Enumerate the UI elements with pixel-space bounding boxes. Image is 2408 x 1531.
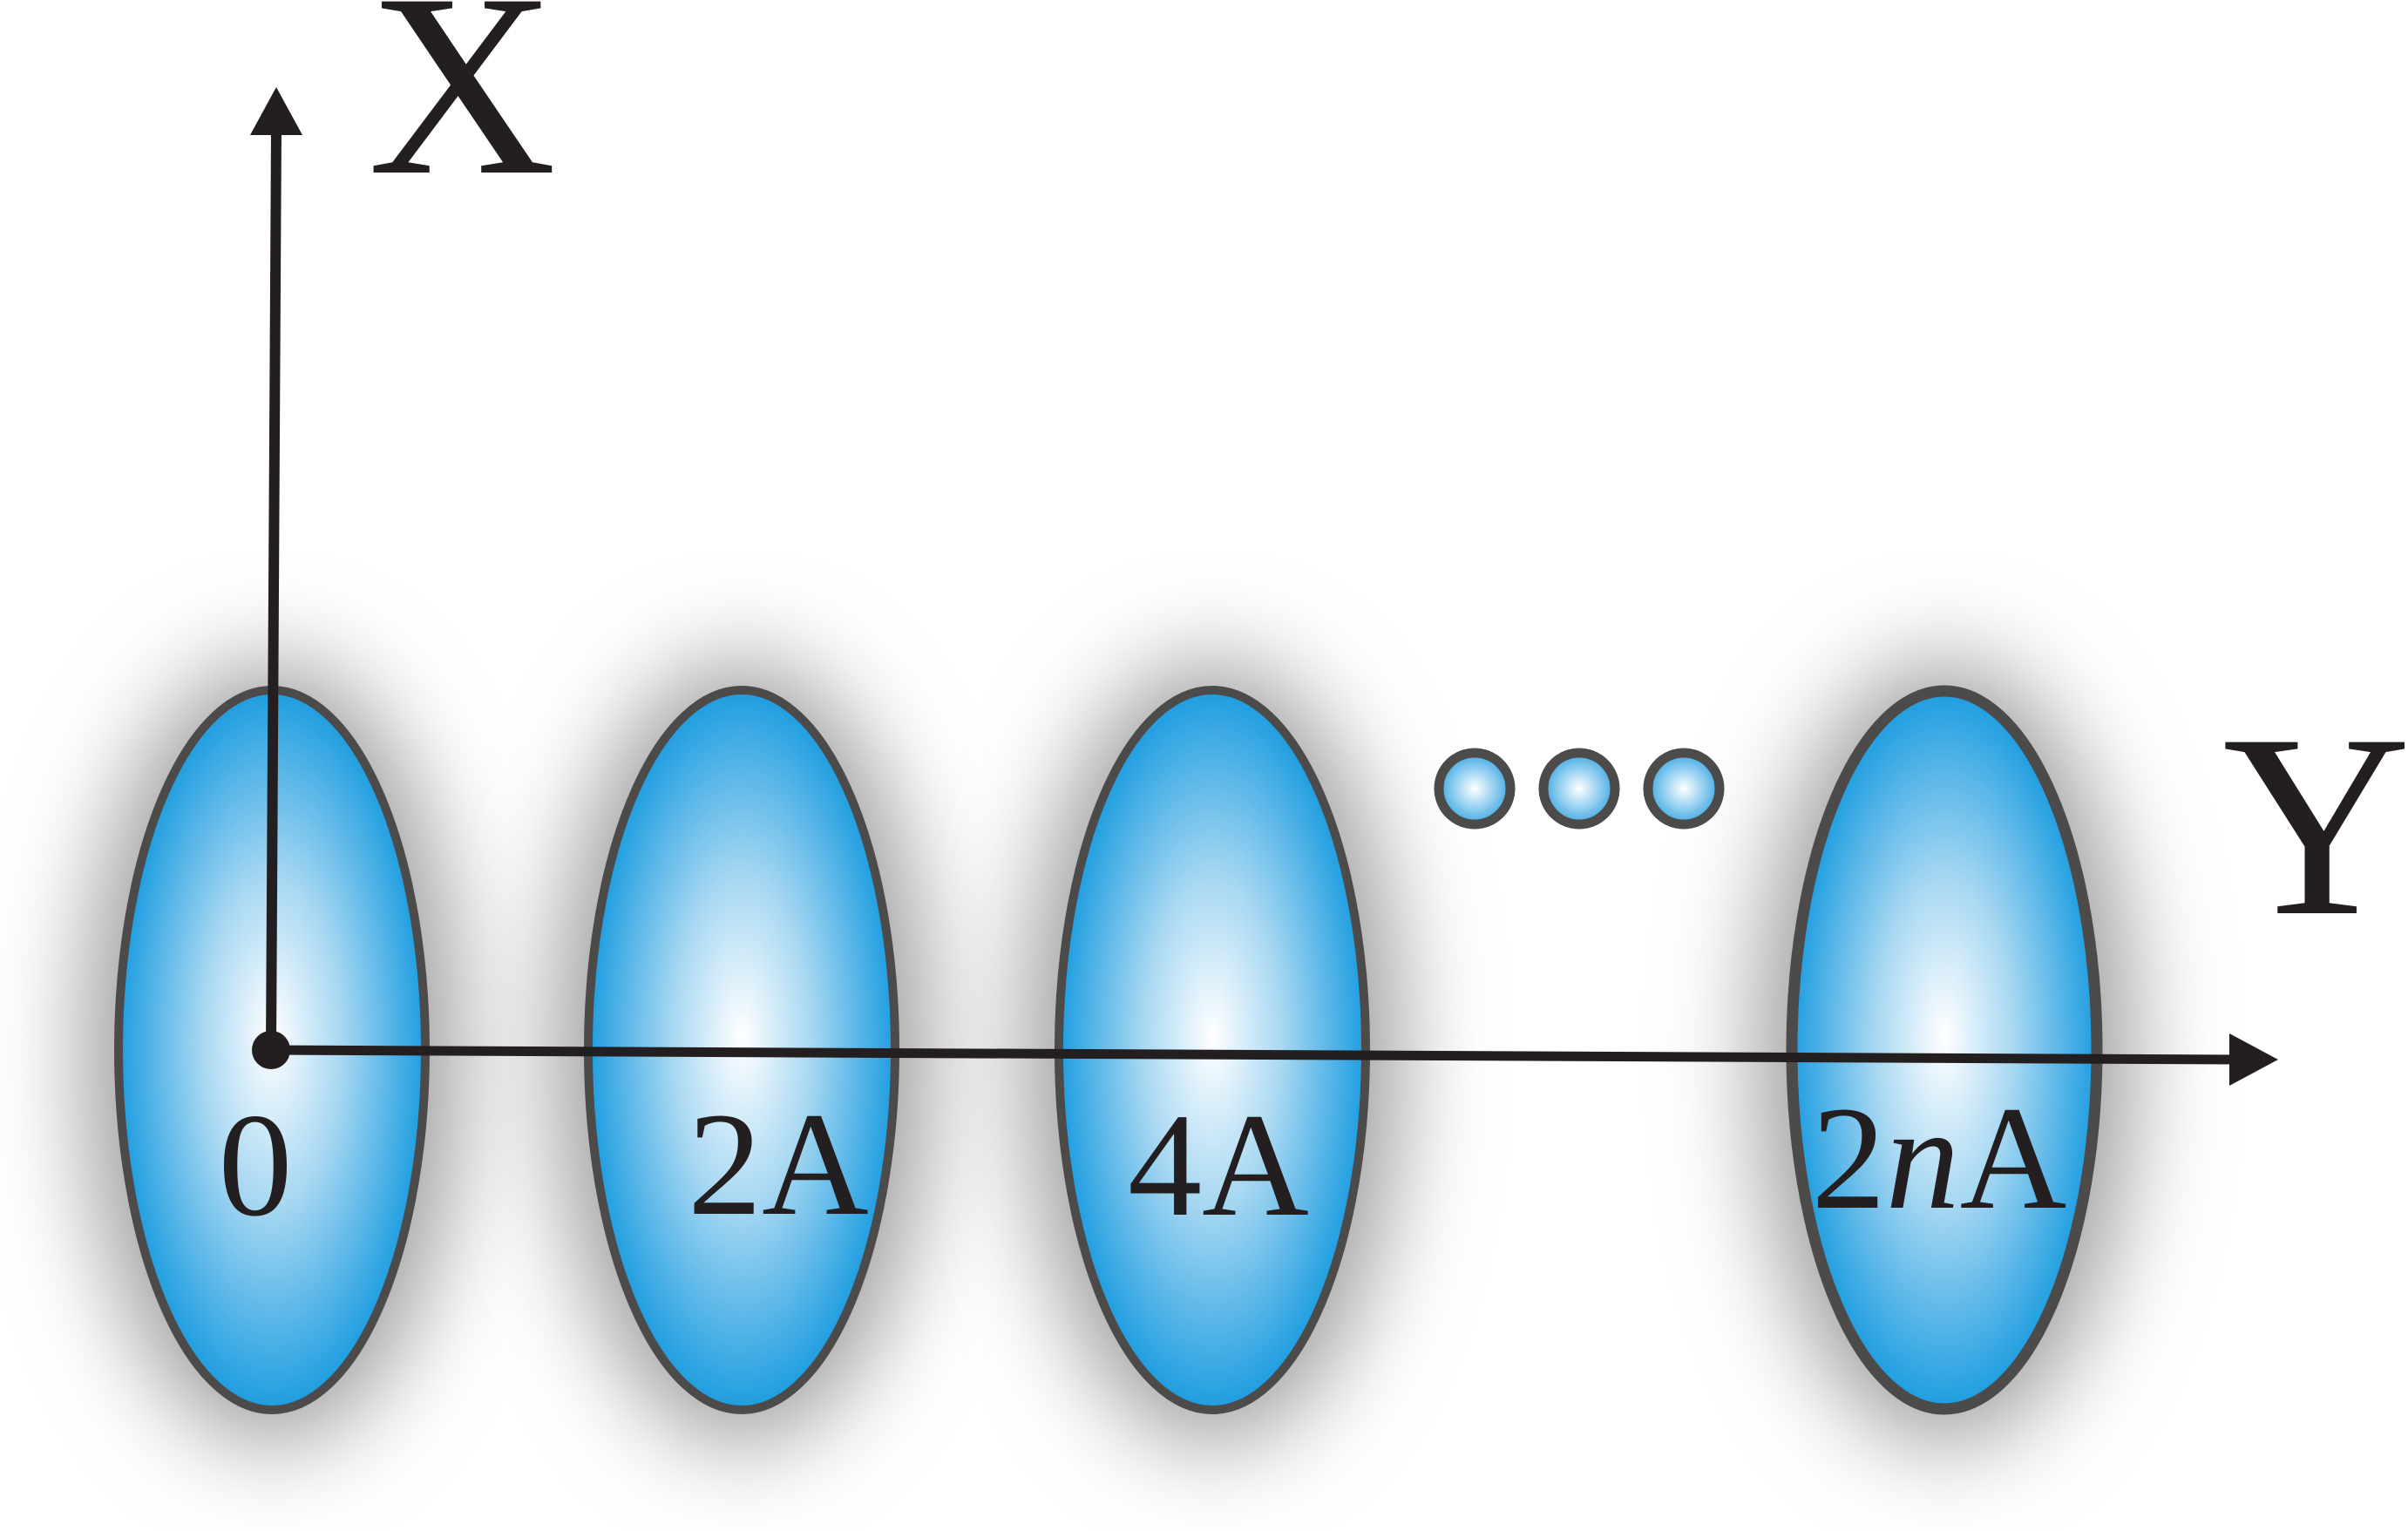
label-part-2: 2 bbox=[1812, 1076, 1886, 1240]
ellipsis-dot bbox=[1643, 748, 1725, 830]
label-part-a: A bbox=[1960, 1076, 2067, 1240]
disk-label-2a: 2A bbox=[688, 1082, 869, 1246]
x-axis-label: X bbox=[368, 0, 557, 229]
y-axis bbox=[270, 1033, 2278, 1086]
disk-label-2na: 2nA bbox=[1812, 1076, 2067, 1240]
label-part-n: n bbox=[1886, 1076, 1960, 1240]
ellipsis-dot bbox=[1538, 748, 1620, 830]
y-axis-arrowhead-icon bbox=[2229, 1033, 2278, 1086]
origin-dot bbox=[252, 1031, 290, 1069]
ellipsis-dot bbox=[1434, 748, 1516, 830]
disk-2na bbox=[1786, 685, 2103, 1415]
disk-label-4a: 4A bbox=[1128, 1083, 1309, 1247]
x-axis-arrowhead-icon bbox=[250, 87, 302, 135]
ellipsis-dots bbox=[1434, 748, 1725, 830]
x-axis bbox=[250, 87, 302, 1051]
y-axis-label: Y bbox=[2222, 681, 2408, 970]
disk-label-0: 0 bbox=[219, 1083, 293, 1247]
